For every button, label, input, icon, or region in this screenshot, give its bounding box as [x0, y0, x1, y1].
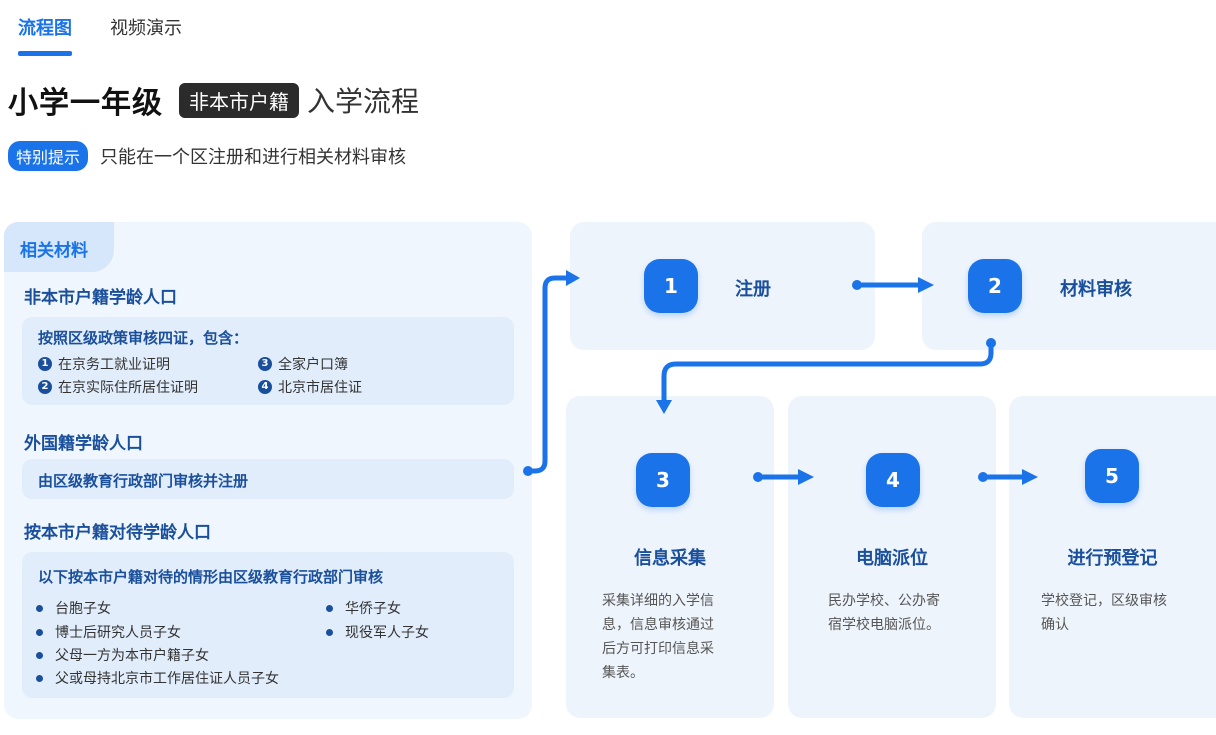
number-4-icon: 4	[258, 380, 272, 394]
list-item-text: 现役军人子女	[345, 625, 429, 641]
step-card-lottery: 4 电脑派位 民办学校、公办寄 宿学校电脑派位。	[788, 396, 996, 718]
list-item: 博士后研究人员子女	[22, 622, 181, 642]
section-title-treated-local: 按本市户籍对待学龄人口	[24, 523, 211, 543]
materials-header: 相关材料	[4, 222, 114, 272]
box-head-foreign: 由区级教育行政部门审核并注册	[38, 472, 249, 490]
connector-review-to-info-collect	[656, 338, 996, 414]
list-item-text: 台胞子女	[55, 601, 111, 617]
connector-materials-to-register	[523, 270, 580, 476]
notice-badge: 特别提示	[8, 141, 89, 171]
step-desc-info-collect: 采集详细的入学信 息，信息审核通过 后方可打印信息采 集表。	[602, 593, 714, 681]
step-desc-preregister: 学校登记，区级审核 确认	[1041, 593, 1167, 633]
list-item: 父或母持北京市工作居住证人员子女	[22, 668, 279, 688]
list-item: 4 北京市居住证	[258, 377, 362, 397]
title-main: 小学一年级	[8, 86, 163, 121]
step-card-info-collect: 3 信息采集 采集详细的入学信 息，信息审核通过 后方可打印信息采 集表。	[566, 396, 774, 718]
title-rest: 入学流程	[307, 85, 420, 118]
step-number-3: 3	[636, 453, 690, 507]
step-name-register: 注册	[735, 279, 771, 300]
number-2-icon: 2	[38, 380, 52, 394]
page-title: 小学一年级 非本市户籍 入学流程	[8, 78, 419, 122]
step-card-preregister: 5 进行预登记 学校登记，区级审核 确认	[1009, 396, 1216, 718]
section-title-foreign: 外国籍学龄人口	[24, 434, 143, 454]
list-item-text: 在京实际住所居住证明	[58, 380, 198, 396]
step-name-info-collect: 信息采集	[634, 548, 706, 569]
materials-panel: 相关材料 非本市户籍学龄人口 按照区级政策审核四证，包含： 1 在京务工就业证明…	[4, 222, 532, 719]
step-number-5: 5	[1085, 449, 1139, 503]
bullet-icon	[36, 674, 43, 682]
list-item-text: 全家户口簿	[278, 357, 348, 373]
connector-info-collect-to-lottery	[753, 469, 814, 485]
step-desc-lottery: 民办学校、公办寄 宿学校电脑派位。	[828, 593, 940, 633]
box-head-treated-local: 以下按本市户籍对待的情形由区级教育行政部门审核	[38, 568, 384, 586]
list-item: 1 在京务工就业证明	[38, 354, 170, 374]
tab-video-demo[interactable]: 视频演示	[110, 18, 182, 39]
section-box-treated-local: 以下按本市户籍对待的情形由区级教育行政部门审核 台胞子女 博士后研究人员子女 父…	[22, 552, 514, 698]
list-item-text: 北京市居住证	[278, 380, 362, 396]
step-number-2: 2	[968, 259, 1022, 313]
bullet-icon	[36, 628, 43, 636]
list-item: 父母一方为本市户籍子女	[22, 645, 209, 665]
section-box-foreign: 由区级教育行政部门审核并注册	[22, 459, 514, 499]
list-item-text: 在京务工就业证明	[58, 357, 170, 373]
list-item: 现役军人子女	[312, 622, 429, 642]
bullet-icon	[326, 604, 333, 612]
list-item: 台胞子女	[22, 598, 111, 618]
step-card-register: 1 注册	[570, 222, 875, 350]
number-3-icon: 3	[258, 357, 272, 371]
notice: 特别提示 只能在一个区注册和进行相关材料审核	[8, 141, 406, 171]
bullet-icon	[36, 604, 43, 612]
number-1-icon: 1	[38, 357, 52, 371]
step-name-lottery: 电脑派位	[856, 548, 928, 569]
step-number-1: 1	[644, 259, 698, 313]
step-card-review: 2 材料审核	[922, 222, 1216, 350]
list-item-text: 父母一方为本市户籍子女	[55, 648, 209, 664]
tab-flowchart[interactable]: 流程图	[18, 14, 72, 56]
list-item: 3 全家户口簿	[258, 354, 348, 374]
bullet-icon	[36, 651, 43, 659]
connector-register-to-review	[852, 277, 934, 293]
section-box-non-local: 按照区级政策审核四证，包含： 1 在京务工就业证明 2 在京实际住所居住证明 3…	[22, 317, 514, 405]
list-item-text: 父或母持北京市工作居住证人员子女	[55, 671, 279, 687]
notice-text: 只能在一个区注册和进行相关材料审核	[100, 147, 407, 168]
step-name-preregister: 进行预登记	[1067, 548, 1158, 569]
tab-bar: 流程图 视频演示	[18, 14, 182, 56]
list-item: 2 在京实际住所居住证明	[38, 377, 198, 397]
list-item-text: 华侨子女	[345, 601, 401, 617]
list-item-text: 博士后研究人员子女	[55, 625, 181, 641]
box-head-non-local: 按照区级政策审核四证，包含：	[38, 329, 249, 347]
step-name-review: 材料审核	[1060, 279, 1132, 300]
bullet-icon	[326, 628, 333, 636]
section-title-non-local: 非本市户籍学龄人口	[24, 288, 177, 308]
connector-lottery-to-preregister	[978, 469, 1038, 485]
list-item: 华侨子女	[312, 598, 401, 618]
title-tag: 非本市户籍	[179, 82, 299, 118]
step-number-4: 4	[866, 453, 920, 507]
